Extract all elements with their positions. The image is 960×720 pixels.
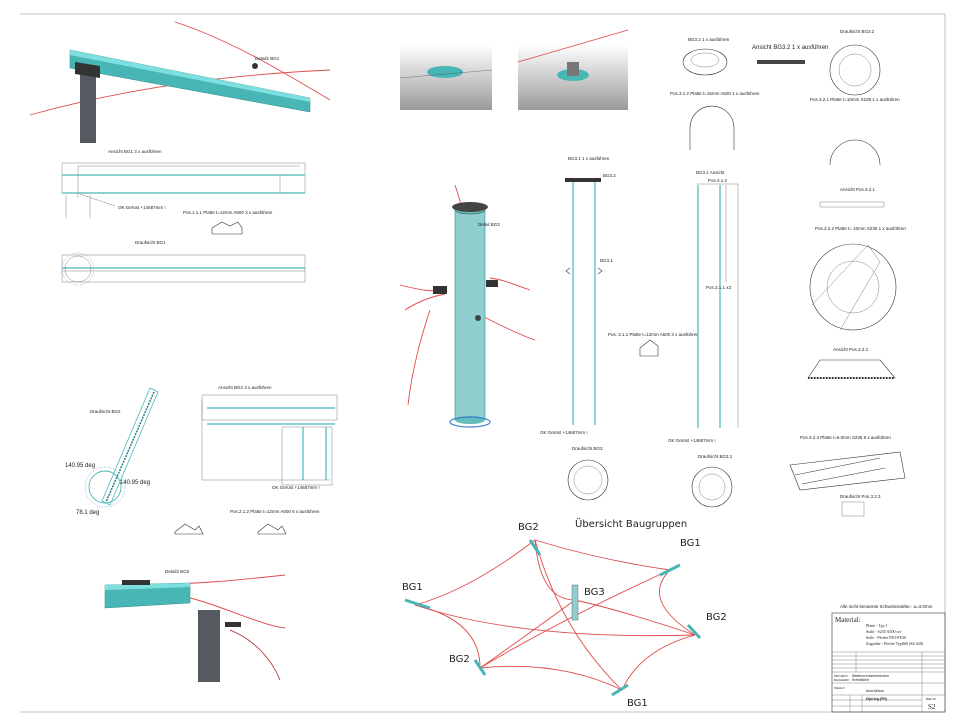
label-draufsicht-pos323: Draufsicht Pos.3.2.3 [840, 494, 881, 499]
weld-note: Alle nicht benannte Schweissnähte : a=3.… [840, 604, 933, 609]
label-pos-212: Pos.2.1.2 Platte t=12mm A500 6 x ausführ… [230, 509, 320, 514]
projekt-value: Wetterschutzmembrane [852, 674, 889, 678]
label-draufsicht-bg32: Draufsicht BG3.2 [840, 29, 875, 34]
label-pos-311-x3: Pos.3.1.1 x3 [706, 285, 732, 290]
label-pos-323: Pos.3.2.3 Platte t=6.0mm S235 8 x ausfüh… [800, 435, 891, 440]
bg31-ansicht: BG3.1 Ansicht Pos.3.1.2 Pos.3.1.1 x3 OK … [668, 170, 739, 508]
label-bg31-tag: BG3.1 [600, 258, 613, 263]
material-heading: Material: [835, 616, 861, 624]
label-angle-2: 140.95 deg [120, 480, 150, 486]
label-ansicht-bg32: Ansicht BG3.2 1 x ausführen [752, 45, 828, 51]
detail-bg2-3d: Detail2 BG2 [104, 569, 286, 682]
sheet-label: Blatt Nr. [926, 697, 937, 701]
sheet-number: S2 [928, 703, 936, 711]
label-bg32-title: BG3.2 1 x ausführen [688, 37, 730, 42]
label-ansicht-bg2: Ansicht BG2 3 x ausführen [218, 385, 272, 390]
node-label-bg2: BG2 [706, 612, 727, 623]
node-label-bg2: BG2 [518, 522, 539, 533]
label-detail-bg1: Detail1 BG1 [255, 56, 280, 61]
node-label-bg2: BG2 [449, 654, 470, 665]
overview-baugruppen: Übersicht Baugruppen BG2 BG1 BG1 BG3 BG2… [402, 517, 727, 709]
title-block: Alle nicht benannte Schweissnähte : a=3.… [831, 604, 946, 713]
label-draufsicht-bg2: Draufsicht BG2 [90, 409, 121, 414]
cable-network [414, 539, 696, 691]
inhalt-value: Anschlüsse [866, 689, 884, 693]
material-item: Platte - Typ I [866, 623, 888, 628]
label-pos-321: Pos.3.2.1 Platte t=10mm S235 1 x ausführ… [810, 97, 900, 102]
material-item: Zugstäbe - Pfeifer Typ860 (S4-420) [866, 641, 924, 646]
label-ok-geruest: OK Gerüst +14687mm ! [540, 430, 588, 435]
label-angle-3: 78.1 deg [76, 510, 99, 516]
sheet-frame [20, 13, 946, 713]
bauherr-label: BAUHERR: [834, 678, 850, 682]
ansicht-bg1: Ansicht BG1 3 x ausführen OK Gerüst +146… [61, 149, 306, 235]
label-pos-111: Pos.1.1.1 Platte t=12mm A500 3 x ausführ… [183, 210, 273, 215]
label-ansicht-pos321: Ansicht Pos.3.2.1 [840, 187, 876, 192]
label-pos-312-tag: Pos.3.1.2 [708, 178, 728, 183]
label-pos-322: Pos.3.2.2 Platte t= 10mm S235 1 x ausfüh… [815, 226, 906, 231]
render-top-view-2 [517, 29, 629, 110]
bg32-parts: BG3.2 1 x ausführen Ansicht BG3.2 1 x au… [670, 29, 906, 517]
node-label-bg1: BG1 [627, 698, 648, 709]
engineer: Dipl.Ing.(FH) [866, 697, 887, 701]
detail-bg3-3d: Detail BG3 [399, 184, 536, 428]
label-detail-bg3: Detail BG3 [478, 222, 500, 227]
projekt-label: PROJEKT: [834, 674, 849, 678]
overview-title: Übersicht Baugruppen [575, 517, 687, 530]
label-pos-312: Pos.3.1.2 Platte t=15mm A500 1 x ausführ… [670, 91, 760, 96]
node-label-bg1: BG1 [402, 582, 423, 593]
node-label-bg1: BG1 [680, 538, 701, 549]
node-label-bg3: BG3 [584, 587, 605, 598]
label-ansicht-pos322: Ansicht Pos.3.2.2 [833, 347, 869, 352]
ansicht-bg2: Ansicht BG2 3 x ausführen OK Gerüst +146… [174, 385, 338, 535]
material-item: Stahl - S235 A500 rot [866, 629, 902, 634]
label-ok-geruest: OK Gerüst +14687mm ! [668, 438, 716, 443]
detail-bg1-3d: Detail1 BG1 [29, 21, 331, 143]
label-draufsicht-bg31: Draufsicht BG3.1 [698, 454, 733, 459]
bauherr-value: Kreisfläche [852, 678, 869, 682]
draufsicht-bg2: Draufsicht BG2 140.95 deg 140.95 deg 78.… [65, 387, 159, 516]
label-detail-bg2: Detail2 BG2 [165, 569, 190, 574]
label-ok-geruest: OK Gerüst +14687mm ! [272, 485, 320, 490]
inhalt-label: INHALT: [834, 686, 845, 690]
label-angle-1: 140.95 deg [65, 463, 95, 469]
label-pos-311: Pos. 3.1.1 Platte t=12mm A500 3 x ausfüh… [608, 332, 699, 337]
label-ok-geruest: OK Gerüst +14687mm ! [118, 205, 166, 210]
label-bg32-tag: BG3.2 [603, 173, 616, 178]
material-item: Seile - Pfeifer PE3-PE30 [866, 635, 906, 640]
label-draufsicht-bg3: Draufsicht BG3 [572, 446, 603, 451]
label-bg31-title: BG3.1 1 x ausführen [568, 156, 610, 161]
label-ansicht-bg1: Ansicht BG1 3 x ausführen [108, 149, 162, 154]
draufsicht-bg1: Draufsicht BG1 [61, 240, 306, 286]
label-bg31-ansicht: BG3.1 Ansicht [696, 170, 725, 175]
label-draufsicht-bg1: Draufsicht BG1 [135, 240, 166, 245]
render-top-view-1 [399, 45, 493, 110]
bg31-view: BG3.1 1 x ausführen BG3.2 BG3.1 OK Gerüs… [540, 156, 699, 501]
